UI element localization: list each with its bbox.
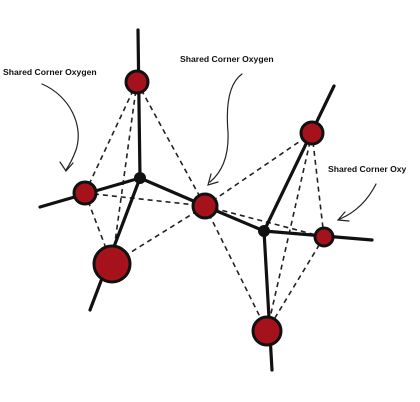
oxygen-atom-bottom bbox=[251, 315, 283, 347]
silicon-atom-right bbox=[258, 225, 270, 237]
edge bbox=[136, 81, 206, 207]
oxygen-atom-left bbox=[72, 180, 98, 206]
oxygen-atom-bottom-left bbox=[92, 244, 132, 284]
edge bbox=[266, 236, 325, 332]
oxygen-atom-right bbox=[313, 226, 335, 248]
arrow-right-head bbox=[336, 211, 350, 222]
bond bbox=[136, 28, 142, 180]
label-shared-corner-oxygen-right: Shared Corner Oxy bbox=[328, 164, 407, 174]
arrow-right bbox=[339, 183, 377, 220]
pointer-arrows bbox=[41, 73, 377, 222]
arrow-center-head bbox=[207, 173, 219, 186]
silicon-atom-left bbox=[134, 172, 146, 184]
edge bbox=[84, 192, 206, 207]
label-shared-corner-oxygen-left: Shared Corner Oxygen bbox=[3, 67, 97, 77]
edge bbox=[204, 205, 268, 332]
edge bbox=[204, 205, 325, 238]
arrow-left bbox=[41, 83, 79, 171]
edge bbox=[84, 81, 138, 194]
arrow-center bbox=[209, 73, 243, 183]
oxygen-atom-upper-right bbox=[299, 120, 325, 146]
silicon-atoms bbox=[134, 172, 270, 237]
oxygen-atom-top bbox=[124, 69, 150, 95]
edge bbox=[204, 132, 313, 207]
arrow-left-head bbox=[59, 161, 74, 172]
bond bbox=[88, 176, 142, 312]
edge bbox=[311, 132, 325, 238]
oxygen-atom-shared-center bbox=[191, 192, 219, 220]
label-shared-corner-oxygen-center: Shared Corner Oxygen bbox=[180, 54, 274, 64]
bond bbox=[262, 84, 336, 233]
edge bbox=[111, 81, 138, 265]
oxygen-atoms bbox=[72, 69, 335, 347]
bond bbox=[262, 229, 274, 372]
